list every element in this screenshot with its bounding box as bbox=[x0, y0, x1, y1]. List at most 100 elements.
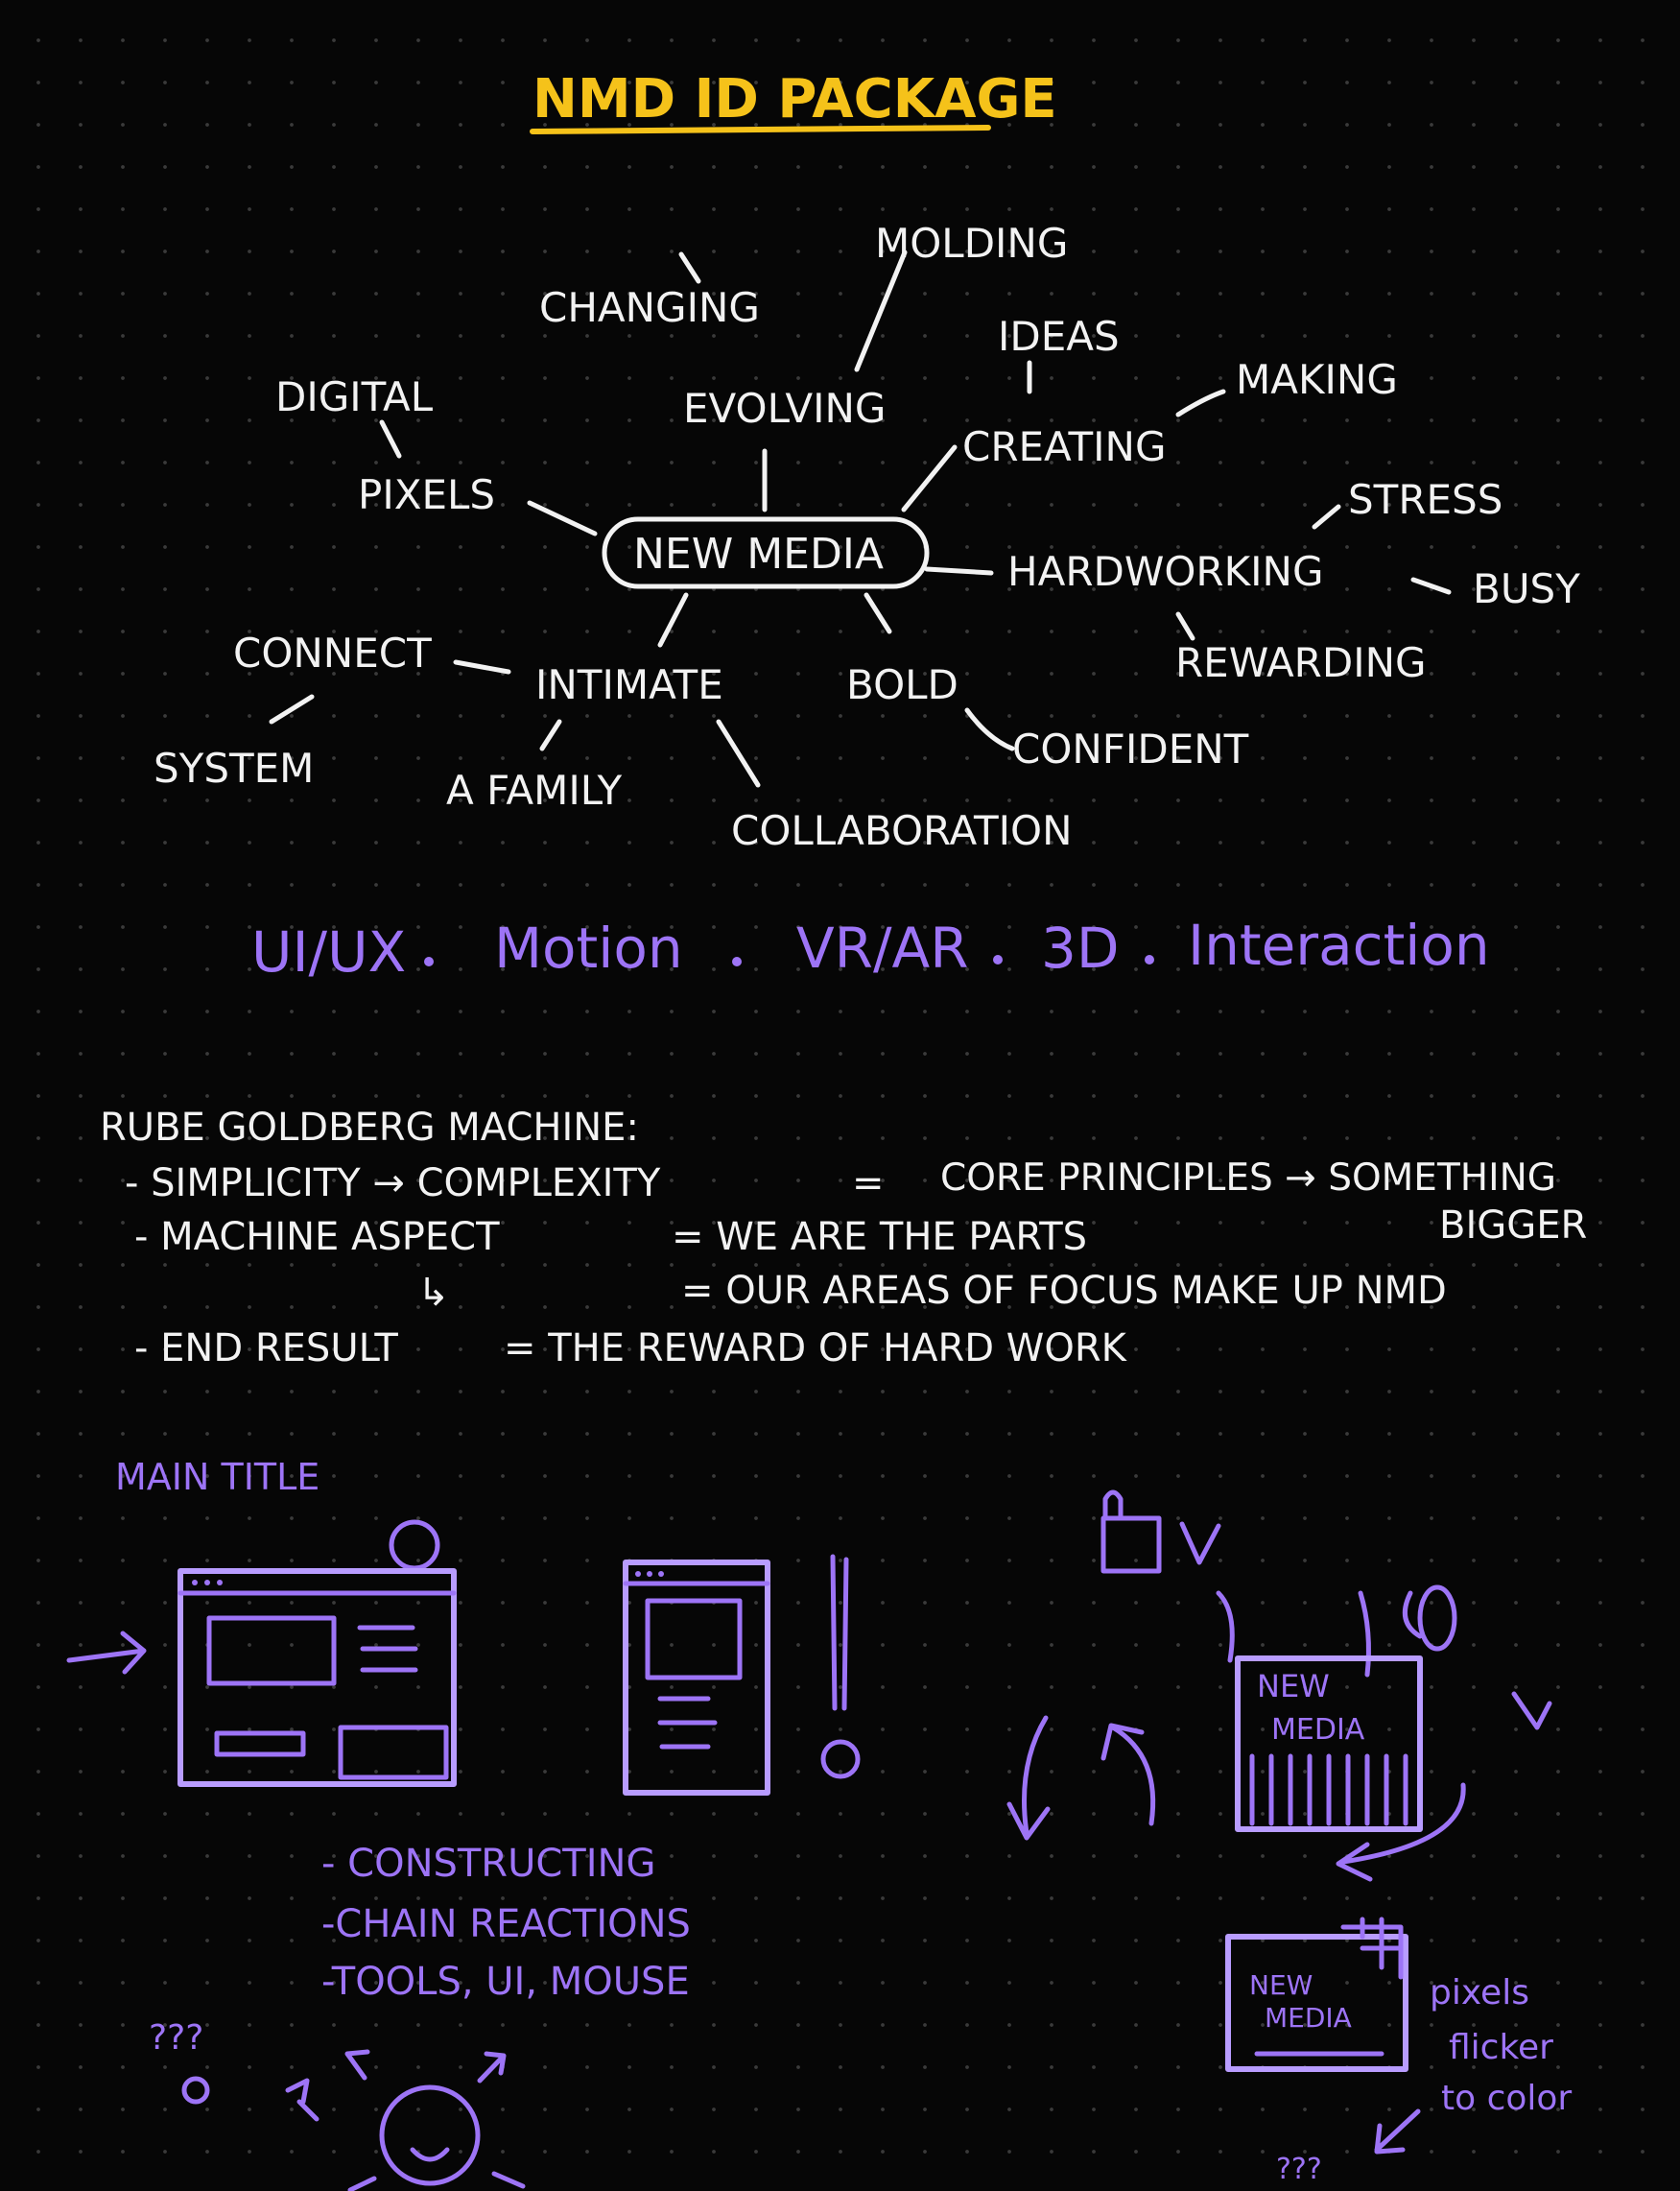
window-frame bbox=[177, 1568, 457, 1787]
arrow-down-right-icon bbox=[491, 2171, 526, 2189]
arrow-down-icon bbox=[1006, 1715, 1051, 1841]
window-sketch-1 bbox=[66, 1519, 457, 1787]
focus-separator-dot bbox=[1145, 955, 1154, 965]
notes-line1-eq: = bbox=[852, 1161, 885, 1205]
focus-areas: UI/UX Motion VR/AR 3D Interaction bbox=[251, 913, 1490, 985]
connector-bold bbox=[864, 592, 892, 634]
connector-system bbox=[269, 694, 315, 725]
circle-icon bbox=[181, 2076, 210, 2105]
mindmap-words: NEW MEDIA MOLDING CHANGING IDEAS DIGITAL… bbox=[154, 220, 1580, 854]
lock-icon bbox=[1102, 1489, 1124, 1521]
sketch-media: MEDIA bbox=[1271, 1713, 1365, 1747]
word-pixels: PIXELS bbox=[358, 471, 495, 518]
page-title: NMD ID PACKAGE bbox=[532, 68, 1057, 131]
arrow-down-left-icon bbox=[347, 2176, 377, 2191]
word-ideas: IDEAS bbox=[998, 313, 1120, 360]
side-note-pixels: pixels bbox=[1430, 1973, 1529, 2012]
new-media-box bbox=[1235, 1655, 1423, 1832]
word-a-family: A FAMILY bbox=[446, 767, 623, 814]
word-busy: BUSY bbox=[1473, 565, 1580, 612]
window-sketch-2 bbox=[623, 1554, 861, 1796]
notes-line1-continued: BIGGER bbox=[1439, 1203, 1587, 1248]
face-icon bbox=[379, 2084, 481, 2186]
focus-uiux: UI/UX bbox=[251, 919, 406, 985]
sketch2-media: MEDIA bbox=[1265, 2002, 1352, 2034]
notes-line3-arrow: ↳ bbox=[417, 1271, 450, 1315]
word-digital: DIGITAL bbox=[275, 373, 434, 420]
side-note-flicker: flicker bbox=[1449, 2028, 1553, 2067]
bottom-doodles: ??? bbox=[149, 2018, 526, 2191]
word-bold: BOLD bbox=[846, 661, 958, 708]
bullet-tools: -TOOLS, UI, MOUSE bbox=[321, 1960, 690, 2004]
word-connect: CONNECT bbox=[233, 630, 432, 677]
cursor-icon bbox=[285, 2078, 319, 2122]
word-rewarding: REWARDING bbox=[1175, 639, 1427, 686]
connector-creating bbox=[901, 444, 958, 512]
main-title-bullets: - CONSTRUCTING -CHAIN REACTIONS -TOOLS, … bbox=[321, 1842, 691, 2004]
arrow-down-left-icon bbox=[1374, 2108, 1421, 2155]
connector-changing bbox=[678, 251, 701, 284]
word-confident: CONFIDENT bbox=[1012, 726, 1249, 773]
connector-collaboration bbox=[716, 719, 761, 788]
word-hardworking: HARDWORKING bbox=[1007, 548, 1324, 595]
sketch-new: NEW bbox=[1257, 1668, 1330, 1704]
connector-rewarding bbox=[1175, 611, 1195, 641]
focus-separator-dot bbox=[732, 957, 742, 966]
connector-pixels bbox=[527, 500, 598, 536]
arrow-up-left-icon bbox=[344, 2049, 370, 2081]
connector-stress bbox=[1312, 504, 1341, 530]
notes-line4-right: = THE REWARD OF HARD WORK bbox=[504, 1326, 1128, 1370]
tentacle-icon bbox=[1358, 1590, 1423, 1678]
ball-icon bbox=[389, 1519, 440, 1571]
connector-busy bbox=[1410, 577, 1452, 595]
rube-goldberg-notes: RUBE GOLDBERG MACHINE: - SIMPLICITY → CO… bbox=[100, 1106, 1587, 1370]
bullet-chain-reactions: -CHAIN REACTIONS bbox=[321, 1902, 691, 1946]
notes-line4-left: - END RESULT bbox=[134, 1326, 398, 1370]
arrow-up-icon bbox=[1100, 1723, 1156, 1826]
notes-line1-right: CORE PRINCIPLES → SOMETHING bbox=[940, 1156, 1556, 1200]
word-stress: STRESS bbox=[1348, 476, 1503, 523]
connector-connect bbox=[453, 659, 511, 675]
connector-digital bbox=[379, 419, 402, 459]
focus-motion: Motion bbox=[494, 916, 683, 981]
notes-line2-left: - MACHINE ASPECT bbox=[134, 1215, 500, 1259]
word-molding: MOLDING bbox=[875, 220, 1068, 267]
focus-separator-dot bbox=[993, 955, 1003, 965]
connector-hardworking bbox=[924, 566, 994, 576]
center-bubble bbox=[602, 516, 930, 589]
exclamation-icon bbox=[830, 1554, 838, 1711]
small-question-marks: ??? bbox=[1276, 2153, 1322, 2186]
bullet-constructing: - CONSTRUCTING bbox=[321, 1842, 655, 1886]
focus-3d: 3D bbox=[1041, 916, 1120, 981]
arrow-down-icon bbox=[1179, 1521, 1221, 1565]
main-title-label: MAIN TITLE bbox=[115, 1456, 319, 1498]
arrow-right-icon bbox=[66, 1631, 147, 1675]
arrow-up-right-icon bbox=[477, 2051, 507, 2084]
connector-making bbox=[1175, 389, 1226, 417]
word-creating: CREATING bbox=[962, 423, 1167, 470]
mindmap-connectors bbox=[269, 250, 1452, 788]
notes-line1-left: - SIMPLICITY → COMPLEXITY bbox=[125, 1161, 661, 1205]
side-note-to-color: to color bbox=[1441, 2079, 1572, 2118]
word-intimate: INTIMATE bbox=[535, 661, 723, 708]
focus-interaction: Interaction bbox=[1188, 913, 1490, 978]
connector-intimate bbox=[657, 592, 689, 648]
word-making: MAKING bbox=[1236, 356, 1398, 403]
window-frame bbox=[623, 1560, 770, 1796]
arrow-down-icon bbox=[1511, 1691, 1552, 1730]
focus-separator-dot bbox=[424, 957, 434, 966]
connector-molding bbox=[854, 250, 908, 372]
word-changing: CHANGING bbox=[539, 284, 760, 331]
new-media-pixel-box bbox=[1225, 1934, 1408, 2072]
connector-a-family bbox=[539, 719, 562, 751]
notes-line2-right: = WE ARE THE PARTS bbox=[672, 1215, 1087, 1259]
question-marks: ??? bbox=[149, 2018, 203, 2058]
word-evolving: EVOLVING bbox=[683, 385, 886, 432]
focus-vrar: VR/AR bbox=[796, 916, 969, 981]
title-underline bbox=[530, 125, 991, 134]
cycle-sketch: NEW MEDIA NEW MEDIA pixels flicker to co… bbox=[1006, 1489, 1572, 2186]
sketch2-new: NEW bbox=[1249, 1969, 1313, 2001]
center-word: NEW MEDIA bbox=[633, 530, 884, 579]
